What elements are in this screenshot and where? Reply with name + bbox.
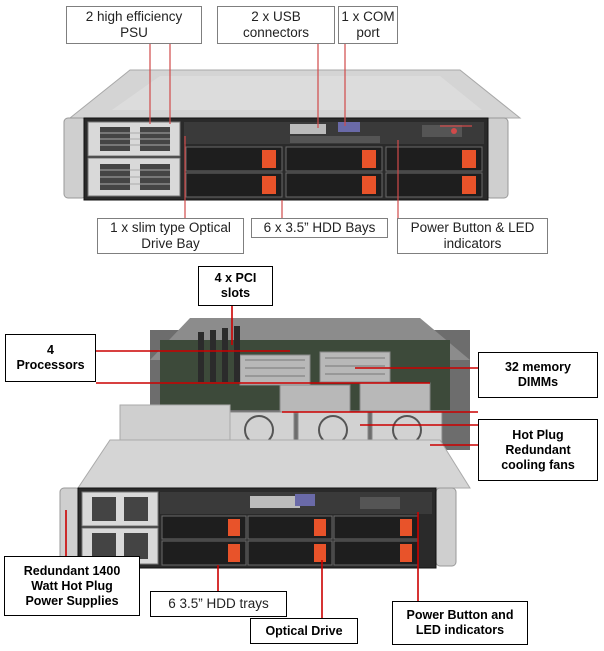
leader-lines-top bbox=[149, 44, 472, 218]
server-open-view bbox=[59, 318, 471, 569]
callout-memory: 32 memory DIMMs bbox=[478, 352, 598, 398]
callout-usb: 2 x USB connectors bbox=[217, 6, 335, 44]
callout-pci: 4 x PCI slots bbox=[198, 266, 273, 306]
callout-optical-top: 1 x slim type Optical Drive Bay bbox=[97, 218, 244, 254]
callout-com: 1 x COM port bbox=[338, 6, 398, 44]
leader-lines-bottom bbox=[65, 306, 478, 625]
callout-optical-bottom: Optical Drive bbox=[250, 618, 358, 644]
callout-hdd-top: 6 x 3.5” HDD Bays bbox=[251, 218, 388, 238]
psu-bays-top bbox=[87, 121, 181, 197]
callout-processors: 4 Processors bbox=[5, 334, 96, 382]
callout-power-bottom: Power Button and LED indicators bbox=[392, 601, 528, 645]
callout-fans: Hot Plug Redundant cooling fans bbox=[478, 419, 598, 481]
callout-hdd-bottom: 6 3.5” HDD trays bbox=[150, 591, 287, 617]
callout-psu-bottom: Redundant 1400 Watt Hot Plug Power Suppl… bbox=[4, 556, 140, 616]
callout-power-top: Power Button & LED indicators bbox=[397, 218, 548, 254]
callout-psu-top: 2 high efficiency PSU bbox=[66, 6, 202, 44]
